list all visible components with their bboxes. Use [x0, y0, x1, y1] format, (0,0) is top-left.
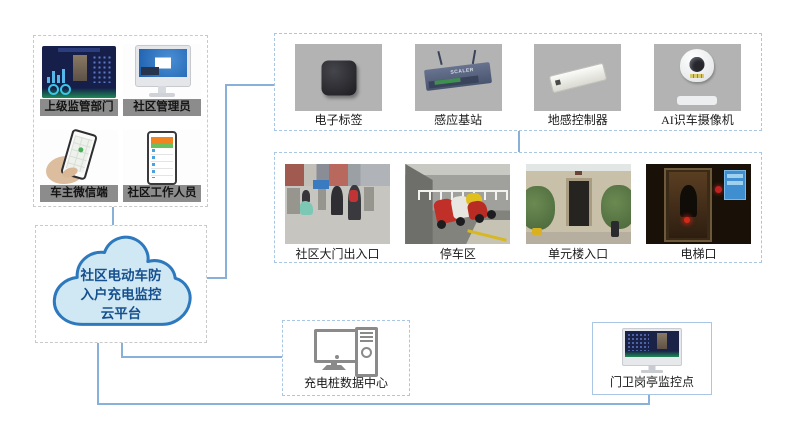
location-label: 单元楼入口: [548, 247, 609, 261]
connector-users-cloud: [112, 207, 114, 226]
device-item-base-station: SCALER 感应基站: [414, 44, 502, 130]
device-item-ai-camera: AI识车摄像机: [653, 44, 741, 130]
dashboard-screen-icon: [42, 45, 116, 98]
building-entrance-photo: [525, 164, 631, 244]
location-item-parking: 停车区: [405, 164, 511, 262]
guard-label: 门卫岗亭监控点: [609, 375, 694, 389]
connector-cloud-devices-h1: [207, 277, 227, 279]
cloud-platform-title: 社区电动车防 入户充电监控 云平台: [36, 266, 206, 323]
datacenter-label: 充电桩数据中心: [303, 376, 388, 390]
smartphone-app-icon: [147, 130, 177, 185]
connector-cloud-devices-v: [225, 84, 227, 279]
locations-panel: 社区大门出入口 停车区 单元楼入口: [274, 152, 762, 263]
cloud-icon: [52, 235, 192, 326]
user-item-label: 车主微信端: [40, 185, 118, 202]
device-label: 感应基站: [434, 113, 483, 127]
location-item-elevator: 电梯口: [645, 164, 751, 262]
connector-cloud-guard-h: [97, 403, 650, 405]
cloud-platform-panel: 社区电动车防 入户充电监控 云平台: [35, 225, 207, 343]
location-item-unit-entrance: 单元楼入口: [525, 164, 631, 262]
devices-panel: 电子标签 SCALER 感应基站 地感控制器 AI识: [274, 33, 762, 131]
elevator-photo: [645, 164, 751, 244]
device-item-ground-controller: 地感控制器: [534, 44, 622, 130]
device-label: 地感控制器: [547, 113, 608, 127]
smartphone-app-image: [123, 130, 201, 185]
desktop-monitor-icon: [125, 44, 199, 99]
desktop-computer-icon: [308, 326, 384, 377]
device-label: AI识车摄像机: [661, 113, 734, 127]
base-station-icon: SCALER: [414, 44, 502, 111]
hand-holding-phone-image: [40, 128, 118, 185]
connector-cloud-guard-v1: [97, 343, 99, 405]
connector-cloud-datacenter-v: [121, 343, 123, 358]
location-label: 电梯口: [680, 247, 717, 261]
desktop-monitor-image: [123, 44, 201, 99]
datacenter-node: 充电桩数据中心: [282, 320, 410, 396]
dashboard-screen-image: [40, 44, 118, 99]
user-item-label: 上级监管部门: [40, 99, 118, 116]
connector-cloud-devices-h2: [225, 84, 274, 86]
cloud-title-line: 社区电动车防: [80, 268, 162, 283]
user-item-label: 社区工作人员: [123, 185, 201, 202]
base-station-brand-text: SCALER: [449, 67, 474, 76]
dome-camera-icon: [653, 44, 741, 111]
cloud-title-line: 入户充电监控: [80, 287, 162, 302]
location-label: 社区大门出入口: [295, 247, 380, 261]
gate-entrance-photo: [285, 164, 390, 244]
monitor-dashboard-icon: [617, 327, 687, 375]
users-panel: 上级监管部门 社区管理员 车主微信端: [33, 35, 208, 207]
ground-controller-icon: [534, 44, 622, 111]
parking-area-photo: [405, 164, 511, 244]
connector-devices-locations: [518, 131, 520, 152]
hand-holding-phone-icon: [42, 128, 116, 185]
location-item-gate: 社区大门出入口: [285, 164, 390, 262]
connector-cloud-datacenter-h: [121, 356, 282, 358]
rfid-tag-icon: [295, 44, 382, 111]
device-item-rfid-tag: 电子标签: [295, 44, 382, 130]
cloud-title-line: 云平台: [100, 306, 142, 321]
user-item-supervision: 上级监管部门: [40, 44, 118, 120]
user-item-label: 社区管理员: [123, 99, 201, 116]
connector-cloud-guard-v2: [648, 395, 650, 405]
user-item-owner-wechat: 车主微信端: [40, 128, 118, 206]
user-item-community-staff: 社区工作人员: [123, 130, 201, 206]
user-item-admin: 社区管理员: [123, 44, 201, 120]
device-label: 电子标签: [314, 113, 363, 127]
location-label: 停车区: [439, 247, 476, 261]
guard-monitor-node: 门卫岗亭监控点: [592, 322, 712, 395]
